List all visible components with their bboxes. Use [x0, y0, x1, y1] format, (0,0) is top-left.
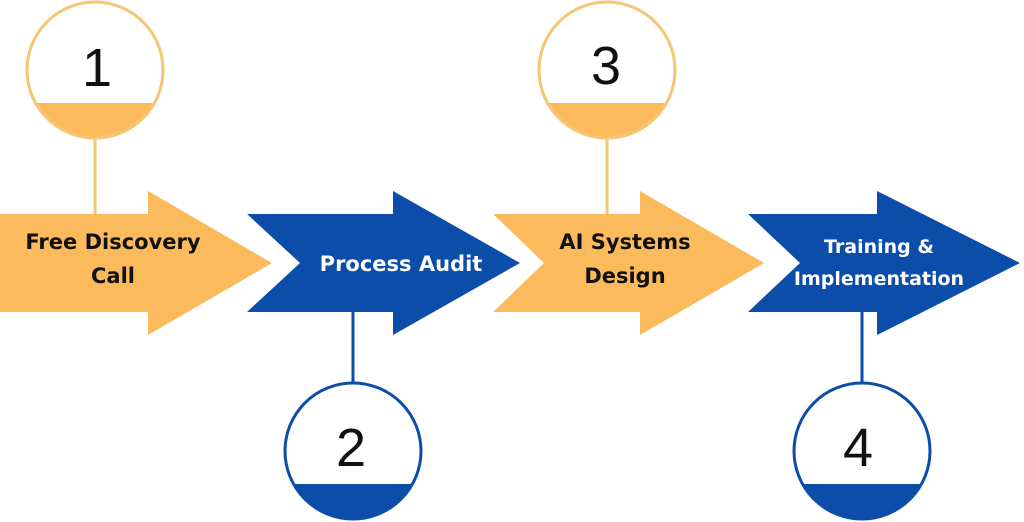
arrow-step-2 [247, 191, 520, 335]
step-1-label-line2: Call [91, 264, 135, 288]
step-3-label-line2: Design [584, 264, 665, 288]
step-3-marker: 3 [537, 0, 677, 140]
step-3-number: 3 [591, 36, 621, 96]
step-4-label-line1: Training & [824, 236, 934, 258]
step-4-marker: 4 [792, 381, 932, 521]
step-1-marker: 1 [25, 0, 165, 140]
step-4-label-line2: Implementation [794, 268, 964, 290]
step-1-label-line1: Free Discovery [25, 230, 200, 254]
step-2-label: Process Audit [320, 252, 483, 276]
step-3-label-line1: AI Systems [559, 230, 690, 254]
arrow-step-3 [493, 191, 764, 335]
arrow-step-4 [748, 191, 1020, 335]
step-2-number: 2 [336, 418, 366, 478]
arrow-step-1 [0, 191, 272, 335]
step-4-number: 4 [843, 418, 873, 478]
step-1-number: 1 [82, 38, 112, 98]
step-2-marker: 2 [283, 381, 423, 521]
